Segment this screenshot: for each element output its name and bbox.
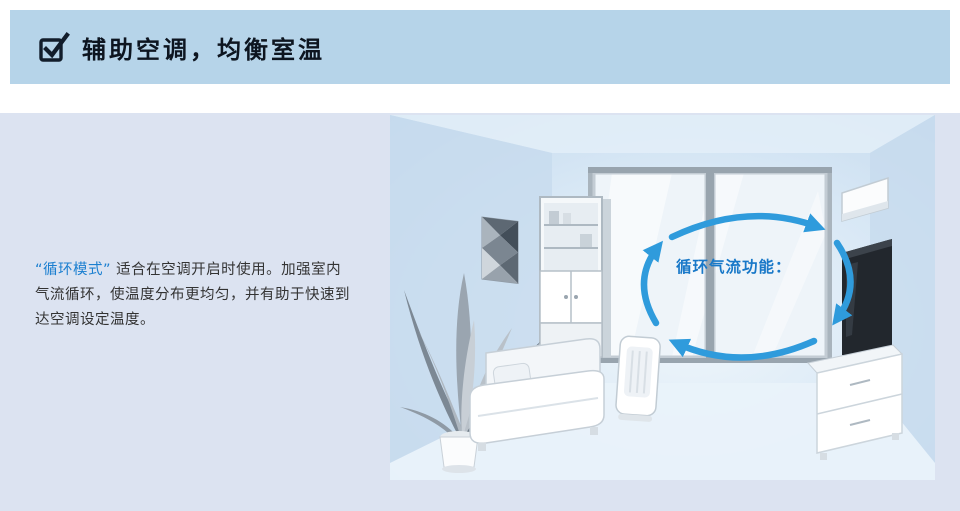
- tv: [842, 239, 892, 367]
- airflow-label: 循环气流功能：: [676, 258, 792, 276]
- page-title: 辅助空调，均衡室温: [82, 34, 325, 64]
- ac-unit: [841, 176, 889, 222]
- description-highlight: “循环模式”: [35, 262, 112, 278]
- room-illustration: 循环气流功能：: [390, 115, 935, 480]
- tv-stand: [807, 344, 903, 460]
- room-scene: [390, 115, 935, 480]
- air-circulator: [615, 335, 661, 422]
- airflow-arrows: [640, 212, 854, 361]
- description-text: “循环模式” 适合在空调开启时使用。加强室内气流循环，使温度分布更均匀，并有助于…: [35, 258, 351, 333]
- ceiling: [390, 115, 935, 153]
- sofa: [469, 337, 605, 451]
- checkbox-check-icon: [39, 32, 70, 62]
- bookshelf-cabinet: [539, 196, 611, 358]
- description-body: 适合在空调开启时使用。加强室内气流循环，使温度分布更均匀，并有助于快速到达空调设…: [35, 262, 350, 328]
- content-area: “循环模式” 适合在空调开启时使用。加强室内气流循环，使温度分布更均匀，并有助于…: [0, 113, 960, 511]
- wall-art-panel: [481, 216, 519, 284]
- header-banner: 辅助空调，均衡室温: [10, 10, 950, 84]
- window: [588, 167, 832, 363]
